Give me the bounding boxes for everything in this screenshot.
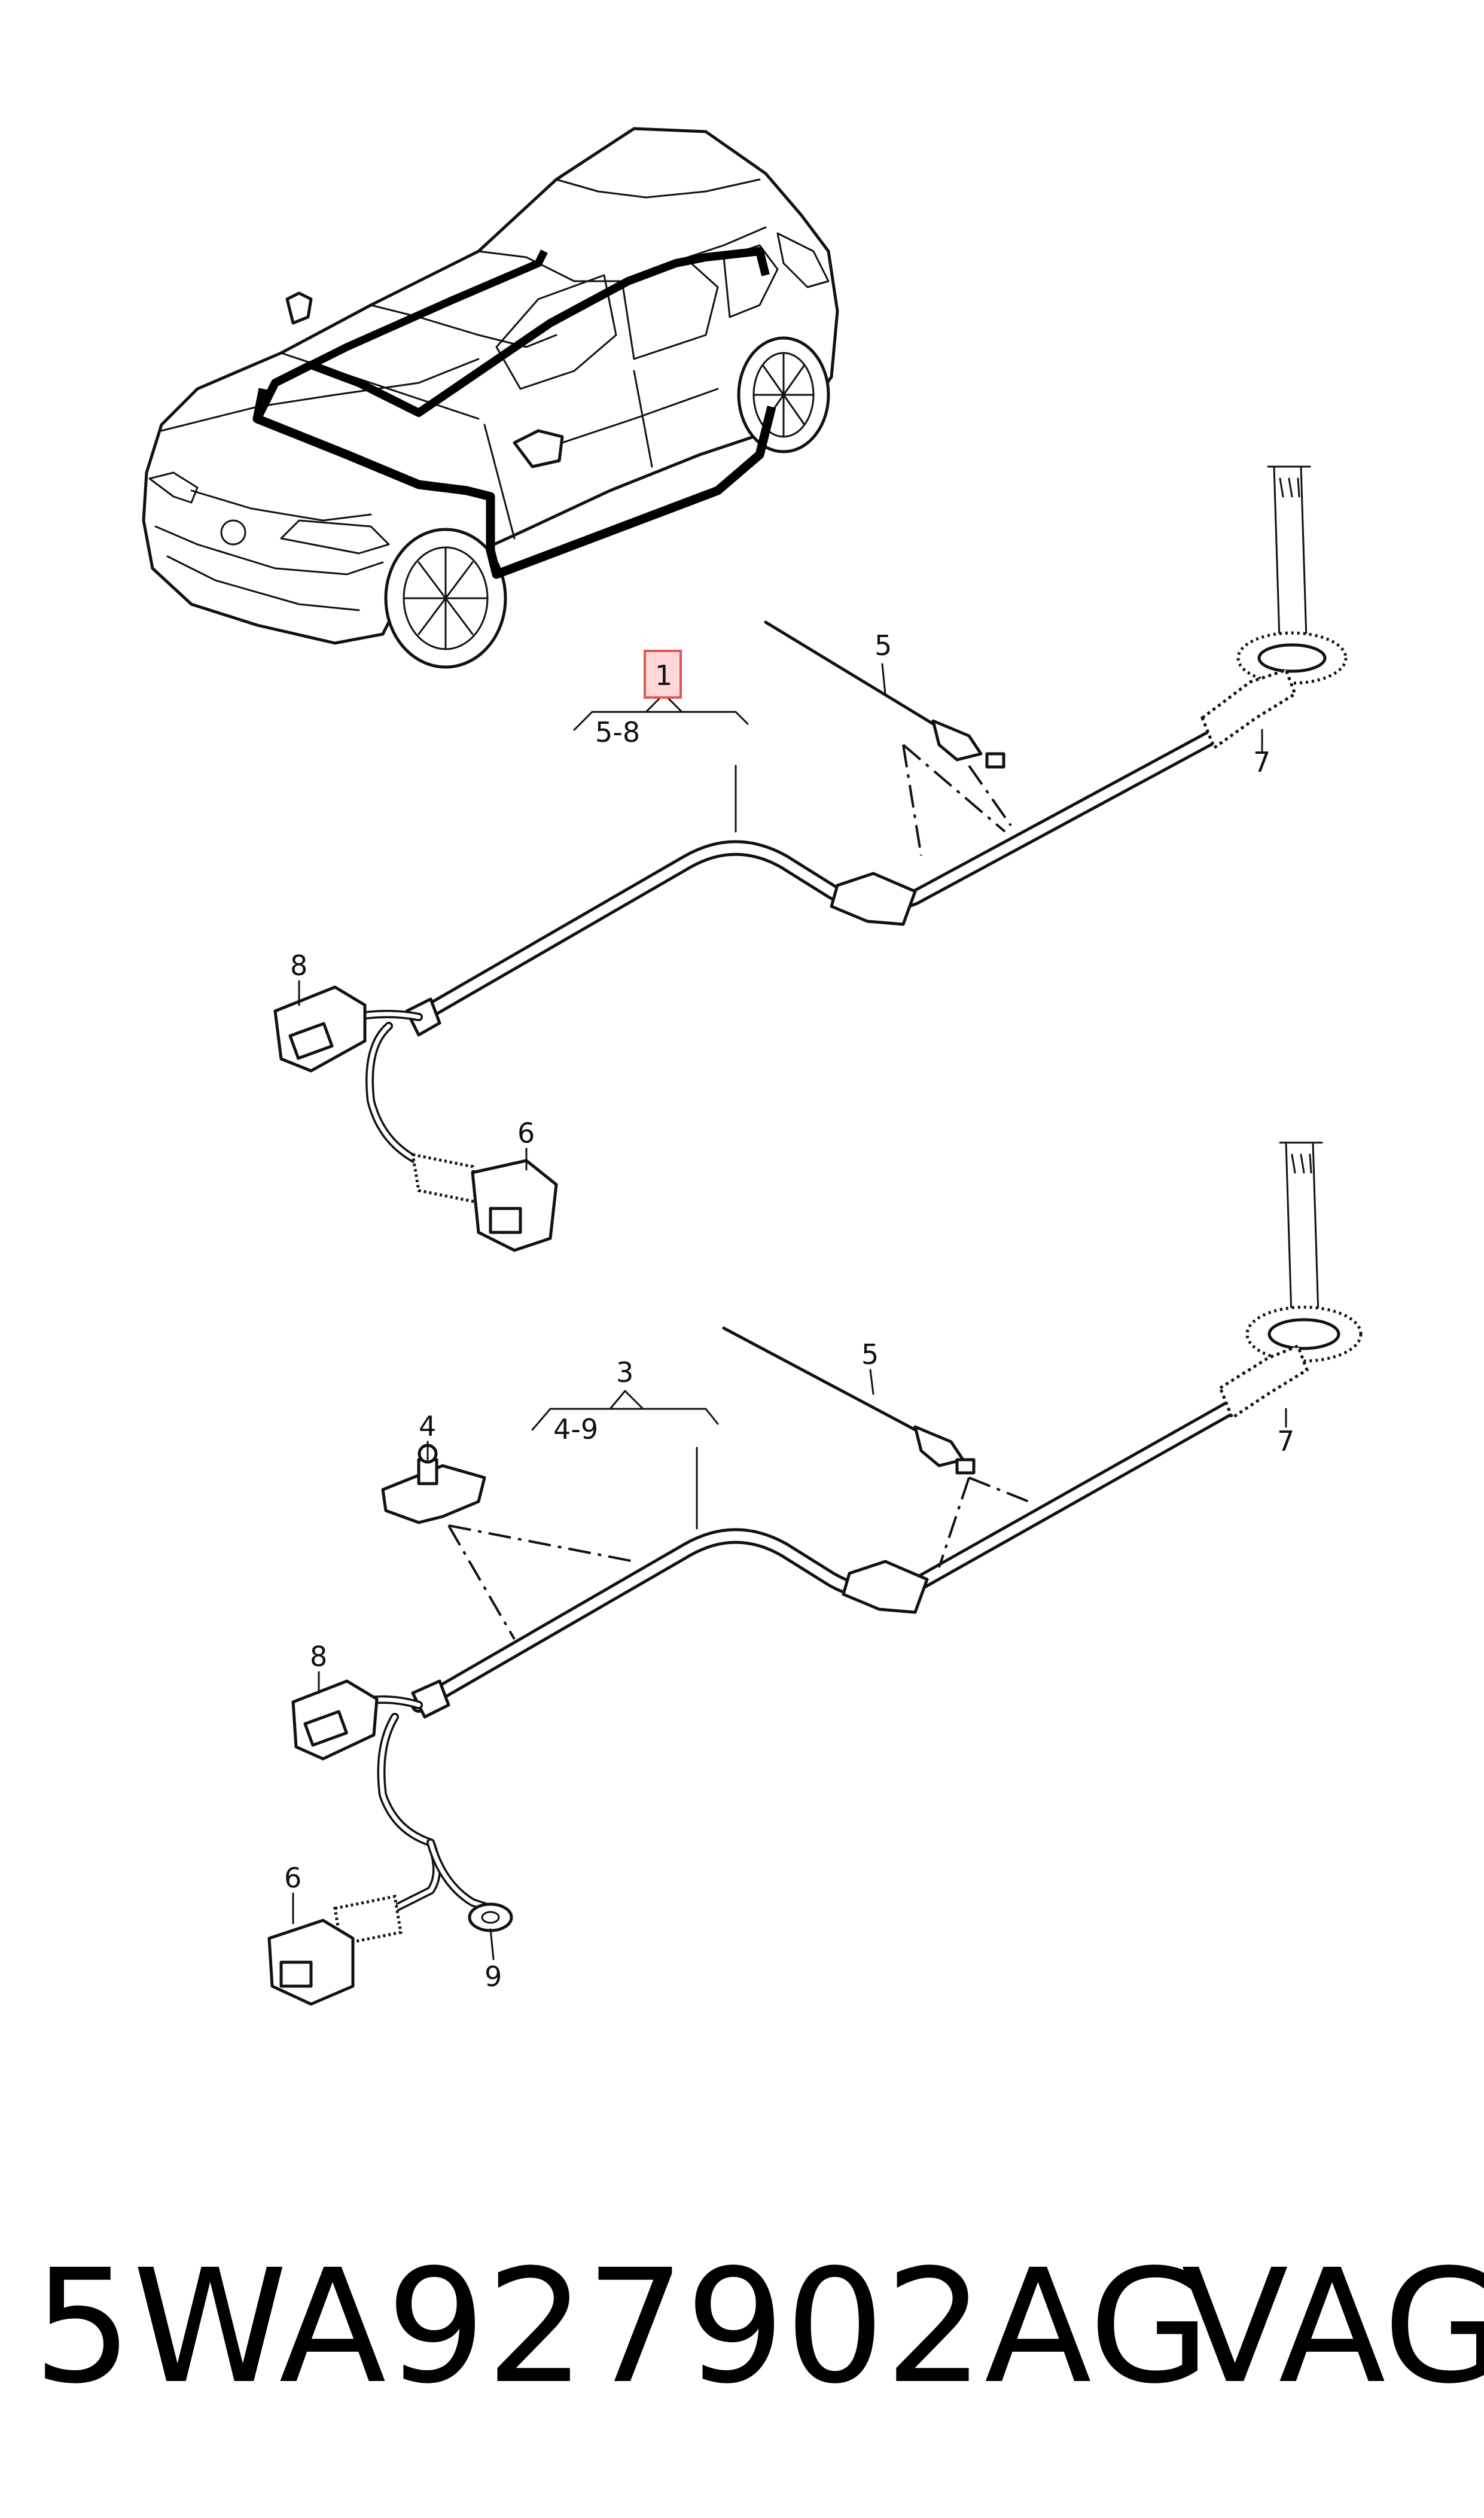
callout-5-lower: 5 (861, 1338, 879, 1371)
vendor-name: VAG (1181, 2236, 1484, 2418)
cable-tie-5-upper (764, 620, 935, 726)
callout-8-lower: 8 (310, 1640, 327, 1673)
connector-6-upper (471, 1159, 558, 1252)
callout-7-upper: 7 (1253, 746, 1270, 778)
callout-4: 4 (419, 1410, 436, 1442)
part-number: 5WA927902AG (33, 2236, 1211, 2418)
callout-5-upper: 5 (874, 629, 892, 662)
part-number-caption: 5WA927902AG VAG (33, 2231, 1484, 2423)
bracket-4 (381, 1464, 486, 1524)
callout-4-9: 4-9 (553, 1413, 598, 1445)
lower-harness-assembly: 3 4-9 5 7 4 8 6 9 (267, 1141, 1363, 2006)
ground-terminal-9 (468, 1902, 513, 1932)
callout-5-8: 5-8 (595, 716, 640, 748)
callout-1: 1 (655, 659, 672, 692)
car-illustration (142, 127, 839, 669)
upper-harness-assembly: 1 5-8 5 7 8 6 (273, 465, 1348, 1252)
callout-3: 3 (616, 1356, 633, 1389)
cable-tie-5-lower (722, 1326, 917, 1432)
callout-8-upper: 8 (290, 949, 307, 982)
callout-6-lower: 6 (284, 1862, 301, 1894)
callout-9: 9 (484, 1960, 502, 1993)
callout-6-upper: 6 (517, 1117, 535, 1149)
callout-7-lower: 7 (1277, 1425, 1294, 1457)
